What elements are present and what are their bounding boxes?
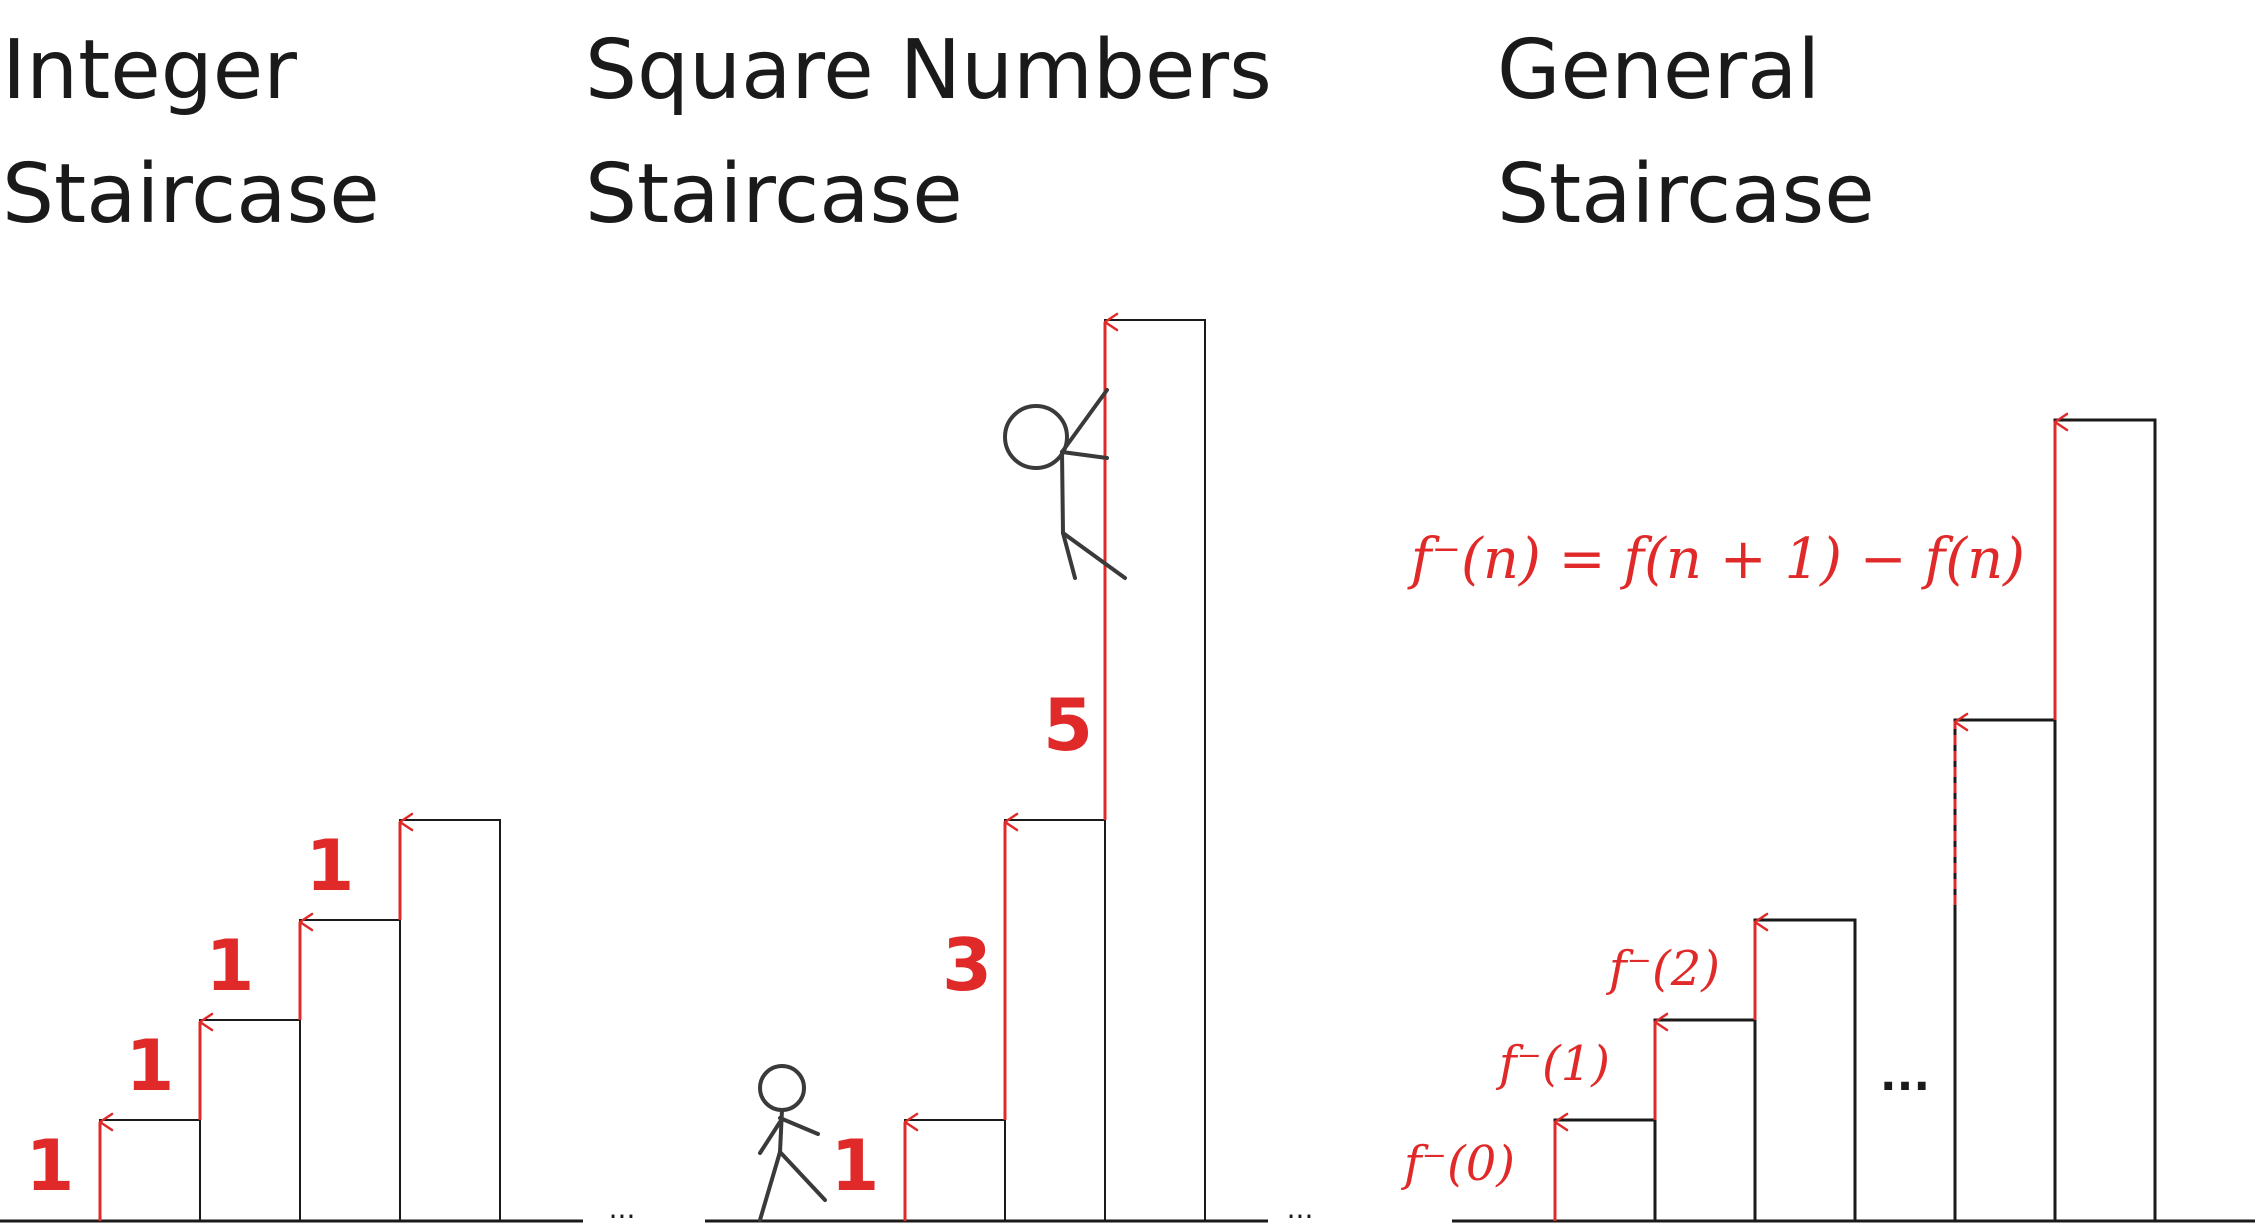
title-integer-staircase: Integer Staircase xyxy=(2,23,380,242)
general-step-1 xyxy=(1553,1118,1657,1221)
integer-step-1 xyxy=(99,1119,201,1221)
square-step-3 xyxy=(1104,319,1206,1221)
square-step-labels: 1 3 5 xyxy=(831,683,1093,1207)
integer-ellipsis: ... xyxy=(609,1192,636,1225)
title-square-line2: Staircase xyxy=(585,147,963,242)
title-integer-line1: Integer xyxy=(2,23,297,118)
title-square-line1: Square Numbers xyxy=(585,23,1272,118)
square-staircase xyxy=(705,319,1268,1223)
square-label-1: 1 xyxy=(831,1125,880,1207)
integer-staircase xyxy=(0,819,583,1223)
general-label-f2: f⁻(2) xyxy=(1606,941,1720,997)
integer-label-4: 1 xyxy=(306,825,355,907)
square-label-3: 3 xyxy=(942,923,992,1007)
general-label-f1: f⁻(1) xyxy=(1496,1036,1610,1092)
general-staircase xyxy=(1452,418,2255,1223)
general-step-2 xyxy=(1653,1018,1757,1221)
title-integer-line2: Staircase xyxy=(2,147,380,242)
integer-step-labels: 1 1 1 1 xyxy=(26,825,355,1207)
general-arrows xyxy=(1553,412,2069,1221)
stick-figure-climbing xyxy=(1003,388,1127,580)
square-step-1 xyxy=(904,1119,1006,1221)
title-general-staircase: General Staircase xyxy=(1497,23,1875,242)
general-step-n-plus-1 xyxy=(2053,418,2157,1221)
integer-label-2: 1 xyxy=(126,1025,175,1107)
square-label-5: 5 xyxy=(1043,683,1093,767)
general-ellipsis: ... xyxy=(1880,1050,1930,1101)
integer-label-3: 1 xyxy=(206,925,255,1007)
square-step-2 xyxy=(1004,819,1106,1221)
title-general-line2: Staircase xyxy=(1497,147,1875,242)
square-ellipsis: ... xyxy=(1287,1192,1314,1225)
general-formula: f⁻(n) = f(n + 1) − f(n) xyxy=(1407,527,2025,592)
integer-arrows xyxy=(98,812,414,1221)
general-label-f0: f⁻(0) xyxy=(1401,1136,1515,1192)
title-square-staircase: Square Numbers Staircase xyxy=(585,23,1272,242)
title-general-line1: General xyxy=(1497,23,1820,118)
general-step-n xyxy=(1953,718,2057,1221)
integer-label-1: 1 xyxy=(26,1125,75,1207)
integer-step-3 xyxy=(299,919,401,1221)
integer-step-2 xyxy=(199,1019,301,1221)
stick-figure-walking xyxy=(758,1064,827,1222)
general-step-3 xyxy=(1753,918,1857,1221)
general-step-labels: f⁻(0) f⁻(1) f⁻(2) f⁻(n) = f(n + 1) − f(n… xyxy=(1401,527,2025,1192)
integer-step-4 xyxy=(399,819,501,1221)
square-arrows xyxy=(903,312,1119,1221)
